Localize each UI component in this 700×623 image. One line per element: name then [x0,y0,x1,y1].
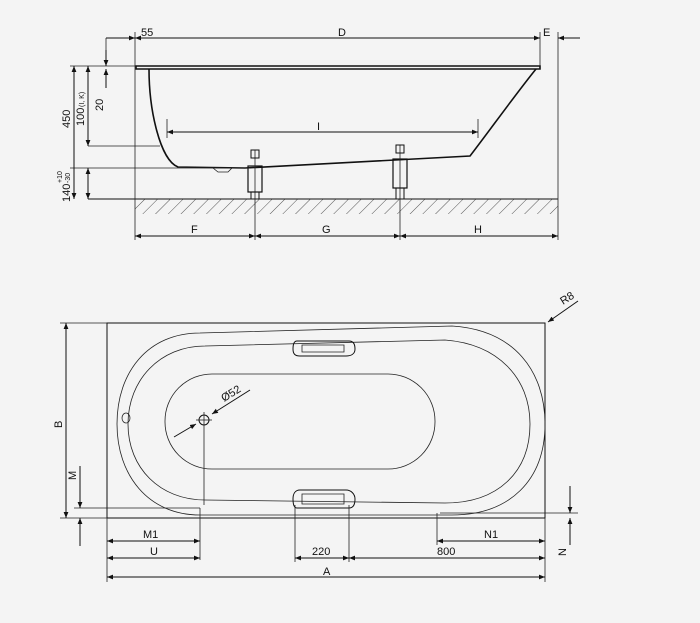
dim-e-label: E [543,27,550,39]
dim-55-label: 55 [141,27,153,39]
overflow-icon [121,412,131,424]
tub-rim [135,65,541,70]
dim-100-label: 100 [75,108,87,126]
dim-140-tol-pos: +10 [57,171,64,183]
plan-view: Ø52 R8 B M N M1 N1 U [53,290,579,582]
dim-g-label: G [322,224,331,236]
dim-450-label: 450 [61,110,73,128]
dim-f-label: F [191,224,198,236]
radius-r8-label: R8 [558,290,576,308]
dim-m-label: M [67,471,79,480]
left-foot [247,149,263,200]
side-view: 55 D E I F G H 450 100 (I, K) 20 140 -30… [57,27,580,240]
drain-outlet [212,167,233,173]
dim-i-label: I [317,121,320,133]
drain-icon [173,389,251,438]
top-grip-handle [292,340,356,357]
dim-m1-label: M1 [143,529,158,541]
dim-h-label: H [474,224,482,236]
dim-140-tol-neg: -30 [65,173,72,183]
dim-u-label: U [150,546,158,558]
dim-n-label: N [557,548,569,556]
dim-220-label: 220 [312,546,330,558]
outer-basin-contour [116,325,546,516]
dim-100-suffix: (I, K) [79,92,86,107]
tub-body-profile [148,68,537,169]
floor-contour [164,373,436,470]
dim-20-label: 20 [94,99,106,111]
dim-140-label: 140 [61,184,73,202]
dim-b-label: B [53,421,65,428]
right-foot [392,144,408,200]
dim-800-label: 800 [437,546,455,558]
floor-hatch [135,199,558,214]
dim-a-label: A [323,566,331,578]
inner-basin-contour [127,339,531,504]
dim-n1-label: N1 [484,529,498,541]
dim-d-label: D [338,27,346,39]
